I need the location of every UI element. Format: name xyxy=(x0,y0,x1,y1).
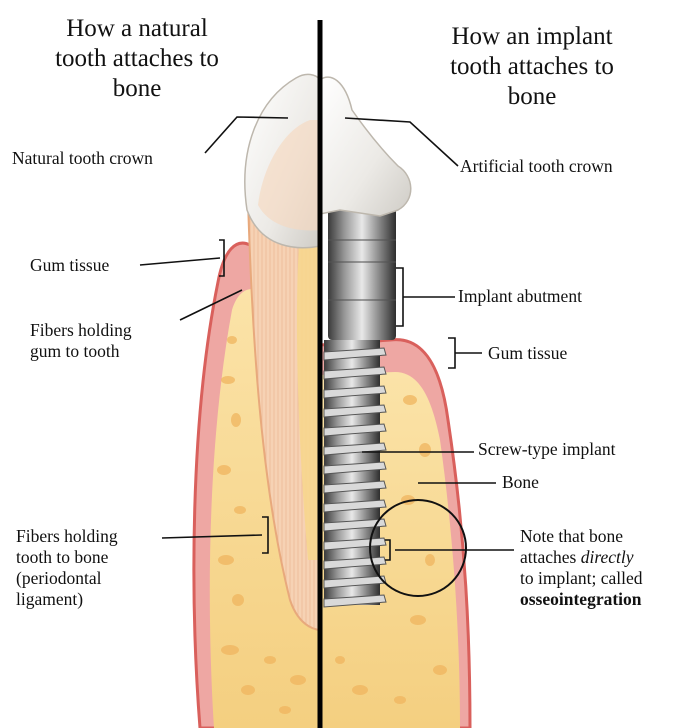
label-fibers-bone-line-4: ligament) xyxy=(16,589,118,610)
label-gum-tissue-right: Gum tissue xyxy=(488,343,567,364)
right-title: How an implant tooth attaches to bone xyxy=(412,22,652,112)
left-title-line-1: How a natural xyxy=(22,14,252,44)
label-osseointegration-note: Note that bone attaches directly to impl… xyxy=(520,526,642,610)
note-line-2-plain: attaches xyxy=(520,547,581,567)
label-fibers-gum: Fibers holding gum to tooth xyxy=(30,320,132,362)
label-fibers-gum-line-2: gum to tooth xyxy=(30,341,132,362)
note-line-3: to implant; called xyxy=(520,568,642,589)
left-title-line-3: bone xyxy=(22,74,252,104)
natural-tooth-side xyxy=(194,74,320,728)
label-natural-crown: Natural tooth crown xyxy=(12,148,153,169)
implant-abutment-shape xyxy=(328,200,396,340)
artificial-crown-shape xyxy=(320,77,411,216)
label-gum-tissue-left: Gum tissue xyxy=(30,255,109,276)
note-line-2: attaches directly xyxy=(520,547,642,568)
right-title-line-2: tooth attaches to xyxy=(412,52,652,82)
label-artificial-crown: Artificial tooth crown xyxy=(460,156,613,177)
label-fibers-bone-line-3: (periodontal xyxy=(16,568,118,589)
right-title-line-3: bone xyxy=(412,82,652,112)
note-line-2-emphasis: directly xyxy=(581,547,634,567)
label-implant-abutment: Implant abutment xyxy=(458,286,582,307)
implant-side xyxy=(320,77,470,728)
left-title: How a natural tooth attaches to bone xyxy=(22,14,252,104)
label-fibers-bone-line-2: tooth to bone xyxy=(16,547,118,568)
label-bone: Bone xyxy=(502,472,539,493)
right-title-line-1: How an implant xyxy=(412,22,652,52)
left-title-line-2: tooth attaches to xyxy=(22,44,252,74)
note-line-1: Note that bone xyxy=(520,526,642,547)
label-fibers-bone: Fibers holding tooth to bone (periodonta… xyxy=(16,526,118,610)
label-fibers-gum-line-1: Fibers holding xyxy=(30,320,132,341)
label-fibers-bone-line-1: Fibers holding xyxy=(16,526,118,547)
note-line-4: osseointegration xyxy=(520,589,642,610)
label-screw-implant: Screw-type implant xyxy=(478,439,616,460)
